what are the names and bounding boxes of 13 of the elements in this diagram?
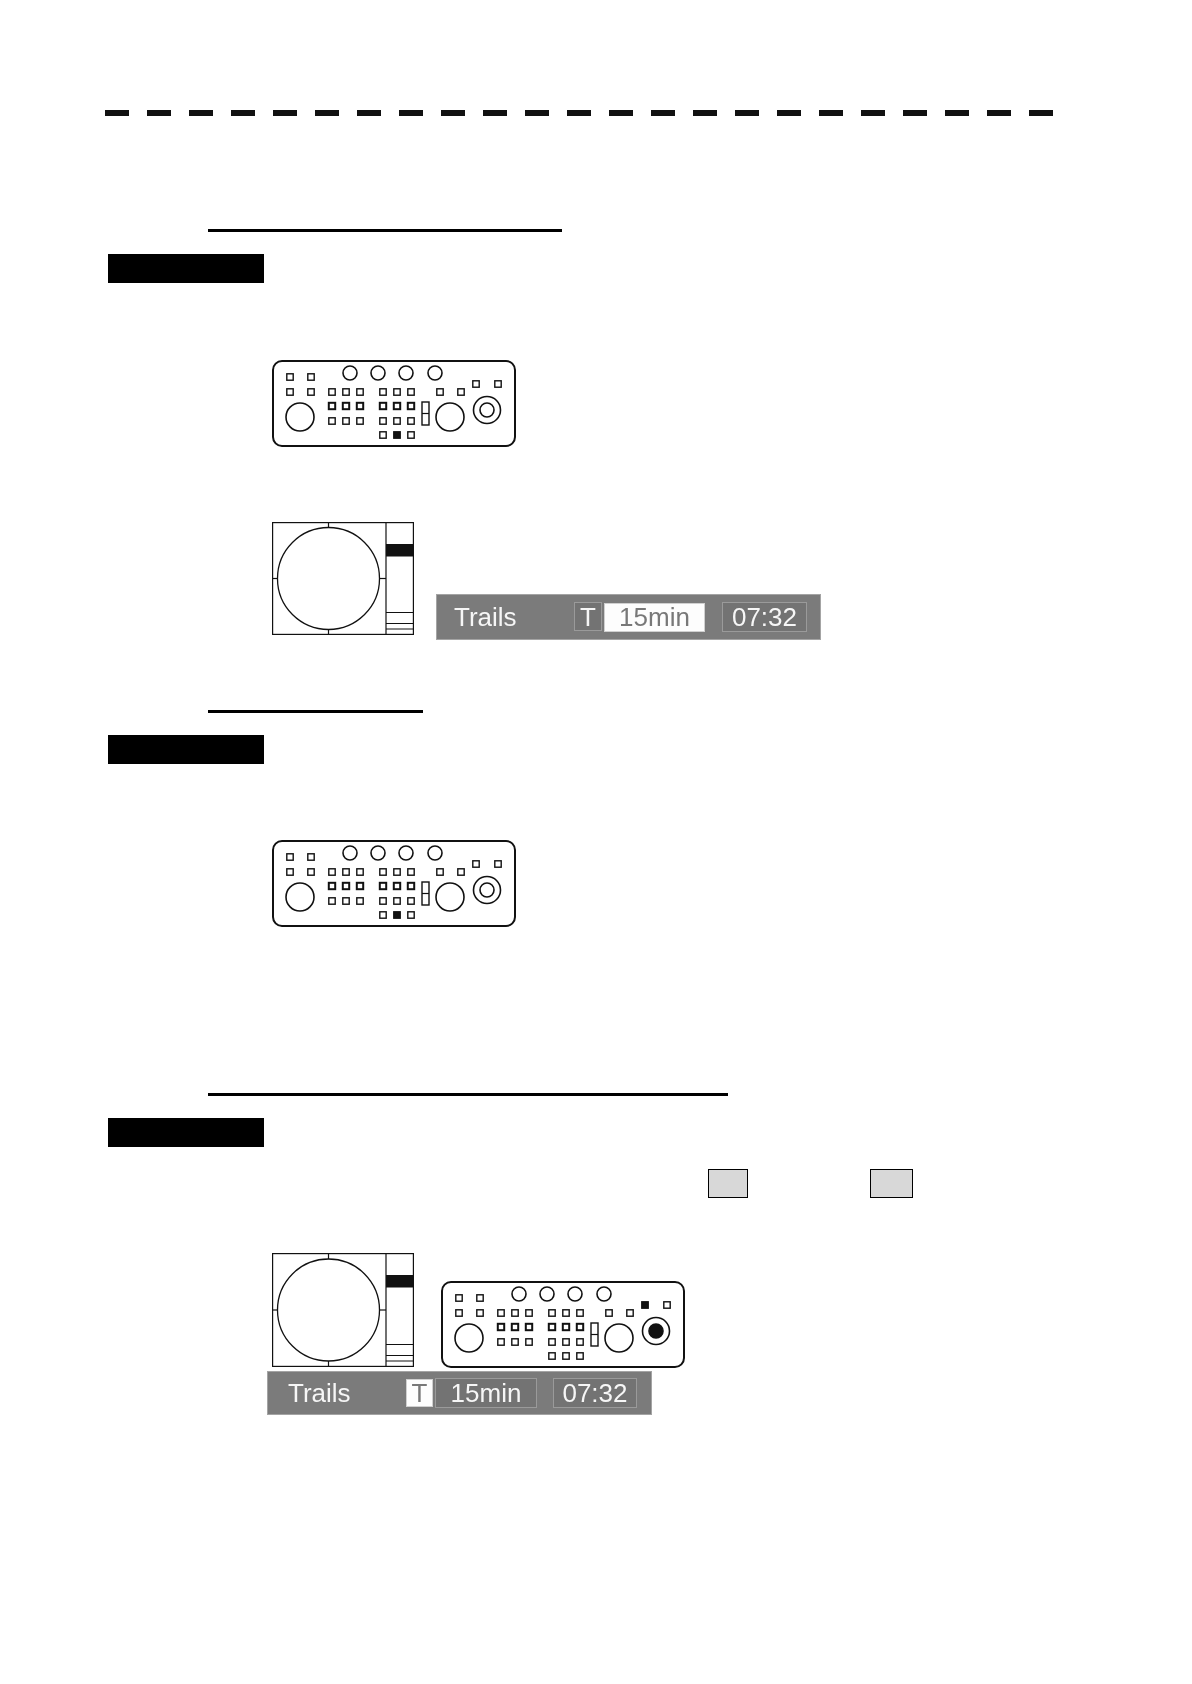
clock-display: 07:32 [722,602,807,632]
interval-display: 15min [604,602,705,632]
mode-indicator: T [574,602,602,631]
status-bar [267,1371,652,1415]
mode-indicator: T [406,1378,433,1407]
status-label: Trails [288,1380,351,1406]
procedure-tab [108,254,264,283]
status-bar [436,594,821,640]
status-label: Trails [454,604,517,630]
procedure-tab [108,1118,264,1147]
clock-display: 07:32 [553,1378,637,1408]
procedure-tab [108,735,264,764]
interval-display: 15min [435,1378,537,1408]
